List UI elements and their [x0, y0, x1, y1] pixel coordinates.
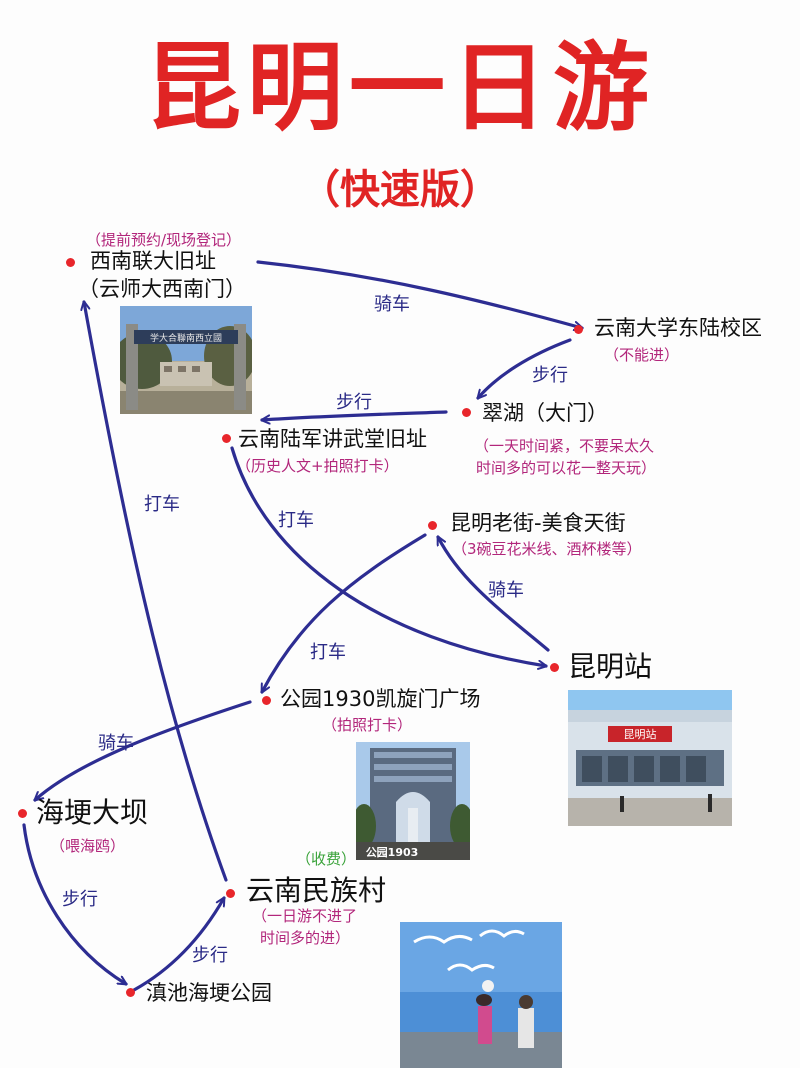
- label-kunmingzhan: 昆明站: [568, 650, 653, 683]
- dot-haigeng: [18, 809, 27, 818]
- arrow-cuihu-to-jiangwutang: [262, 410, 448, 420]
- dot-xinan: [66, 258, 75, 267]
- arrow-xinan-to-yunda: [256, 260, 582, 328]
- note-jiangwutang: （历史人文+拍照打卡）: [236, 457, 399, 475]
- note-minzucun-2: 时间多的进）: [260, 929, 351, 947]
- label-yunda: 云南大学东陆校区: [594, 316, 762, 340]
- route-label-r5: 打车: [278, 510, 314, 531]
- gate-plaque-text: 学大合聯南西立國: [150, 332, 222, 344]
- route-label-r3: 步行: [336, 392, 372, 413]
- note-cuihu-1: （一天时间紧，不要呆太久: [474, 437, 655, 455]
- label-jiangwutang: 云南陆军讲武堂旧址: [238, 427, 427, 451]
- fee-minzucun: （收费）: [296, 850, 357, 868]
- note-cuihu-2: 时间多的可以花一整天玩）: [476, 459, 657, 477]
- label-laojie: 昆明老街-美食天街: [450, 511, 626, 535]
- dot-jiangwutang: [222, 434, 231, 443]
- page-subtitle: （快速版）: [300, 167, 500, 213]
- page-title: 昆明一日游: [145, 31, 655, 144]
- arrow-gongyuan-to-haigeng: [35, 700, 252, 802]
- dot-kunmingzhan: [550, 663, 559, 672]
- route-label-r8: 骑车: [98, 733, 134, 754]
- note-laojie: （3碗豆花米线、酒杯楼等）: [452, 540, 642, 558]
- label-haigeng: 海埂大坝: [36, 796, 149, 829]
- dot-gongyuan: [262, 696, 271, 705]
- arch-photo-text: 公园1903: [366, 846, 419, 859]
- arrow-jiangwutang-to-kunmingzhan: [230, 446, 546, 666]
- route-label-r10: 步行: [192, 945, 228, 966]
- route-label-r2: 步行: [532, 365, 568, 386]
- dot-dianchi: [126, 988, 135, 997]
- label-xinan: 西南联大旧址: [90, 249, 216, 273]
- arrow-minzucun-to-xinan: [84, 302, 228, 882]
- route-label-r1: 骑车: [374, 294, 410, 315]
- label-minzucun: 云南民族村: [246, 874, 387, 907]
- route-label-r4: 打车: [144, 494, 180, 515]
- dot-minzucun: [226, 889, 235, 898]
- note-minzucun-1: （一日游不进了: [252, 907, 358, 925]
- label-xinan-sub: （云师大西南门）: [78, 277, 246, 301]
- arrow-dianchi-to-minzucun: [132, 898, 226, 992]
- route-label-r6: 骑车: [488, 580, 524, 601]
- label-cuihu: 翠湖（大门）: [482, 401, 608, 425]
- arrow-laojie-to-gongyuan: [260, 533, 427, 692]
- label-gongyuan: 公园1930凯旋门广场: [280, 687, 481, 711]
- route-label-r7: 打车: [310, 642, 346, 663]
- dot-laojie: [428, 521, 437, 530]
- dot-yunda: [574, 325, 583, 334]
- dot-cuihu: [462, 408, 471, 417]
- photo-gongyuan-arch: 公园1903: [356, 742, 470, 860]
- label-dianchi: 滇池海埂公园: [146, 981, 272, 1005]
- note-gongyuan: （拍照打卡）: [322, 716, 413, 734]
- photo-seagulls: [400, 922, 562, 1068]
- note-xinan: （提前预约/现场登记）: [86, 231, 242, 249]
- photo-xinan-gate: 学大合聯南西立國: [120, 306, 252, 414]
- station-sign-text: 昆明站: [624, 727, 657, 741]
- note-haigeng: （喂海鸥）: [50, 837, 126, 855]
- arrow-kunmingzhan-to-laojie: [436, 537, 550, 652]
- note-yunda: （不能进）: [604, 346, 680, 364]
- arrow-yunda-to-cuihu: [476, 338, 572, 398]
- photo-kunming-station: 昆明站: [568, 690, 732, 826]
- route-label-r9: 步行: [62, 889, 98, 910]
- arrow-haigeng-to-dianchi: [22, 823, 126, 986]
